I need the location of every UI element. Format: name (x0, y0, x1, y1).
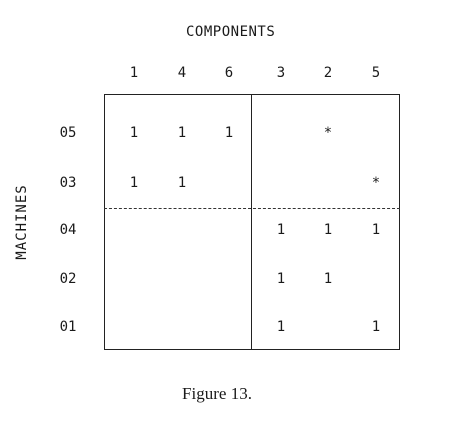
matrix-cell-star: * (323, 125, 333, 141)
column-label: 1 (129, 65, 139, 81)
column-label: 6 (224, 65, 234, 81)
matrix-cell: 1 (129, 175, 139, 191)
row-label: 05 (59, 125, 77, 141)
matrix-cell: 1 (323, 222, 333, 238)
matrix-border (104, 94, 400, 350)
horizontal-partition-line (104, 208, 400, 209)
row-label: 04 (59, 222, 77, 238)
matrix-cell: 1 (129, 125, 139, 141)
column-label: 4 (177, 65, 187, 81)
matrix-cell: 1 (177, 175, 187, 191)
matrix-cell: 1 (276, 271, 286, 287)
machines-title: MACHINES (14, 184, 30, 260)
matrix-cell: 1 (371, 222, 381, 238)
row-label: 02 (59, 271, 77, 287)
figure-caption: Figure 13. (182, 384, 252, 403)
column-label: 2 (323, 65, 333, 81)
matrix-cell: 1 (323, 271, 333, 287)
matrix-cell: 1 (224, 125, 234, 141)
column-label: 5 (371, 65, 381, 81)
column-label: 3 (276, 65, 286, 81)
matrix-cell: 1 (177, 125, 187, 141)
row-label: 03 (59, 175, 77, 191)
matrix-cell: 1 (276, 222, 286, 238)
matrix-cell: 1 (276, 319, 286, 335)
components-title: COMPONENTS (186, 24, 276, 40)
matrix-cell: 1 (371, 319, 381, 335)
matrix-cell-star: * (371, 175, 381, 191)
row-label: 01 (59, 319, 77, 335)
vertical-partition-line (251, 94, 252, 350)
